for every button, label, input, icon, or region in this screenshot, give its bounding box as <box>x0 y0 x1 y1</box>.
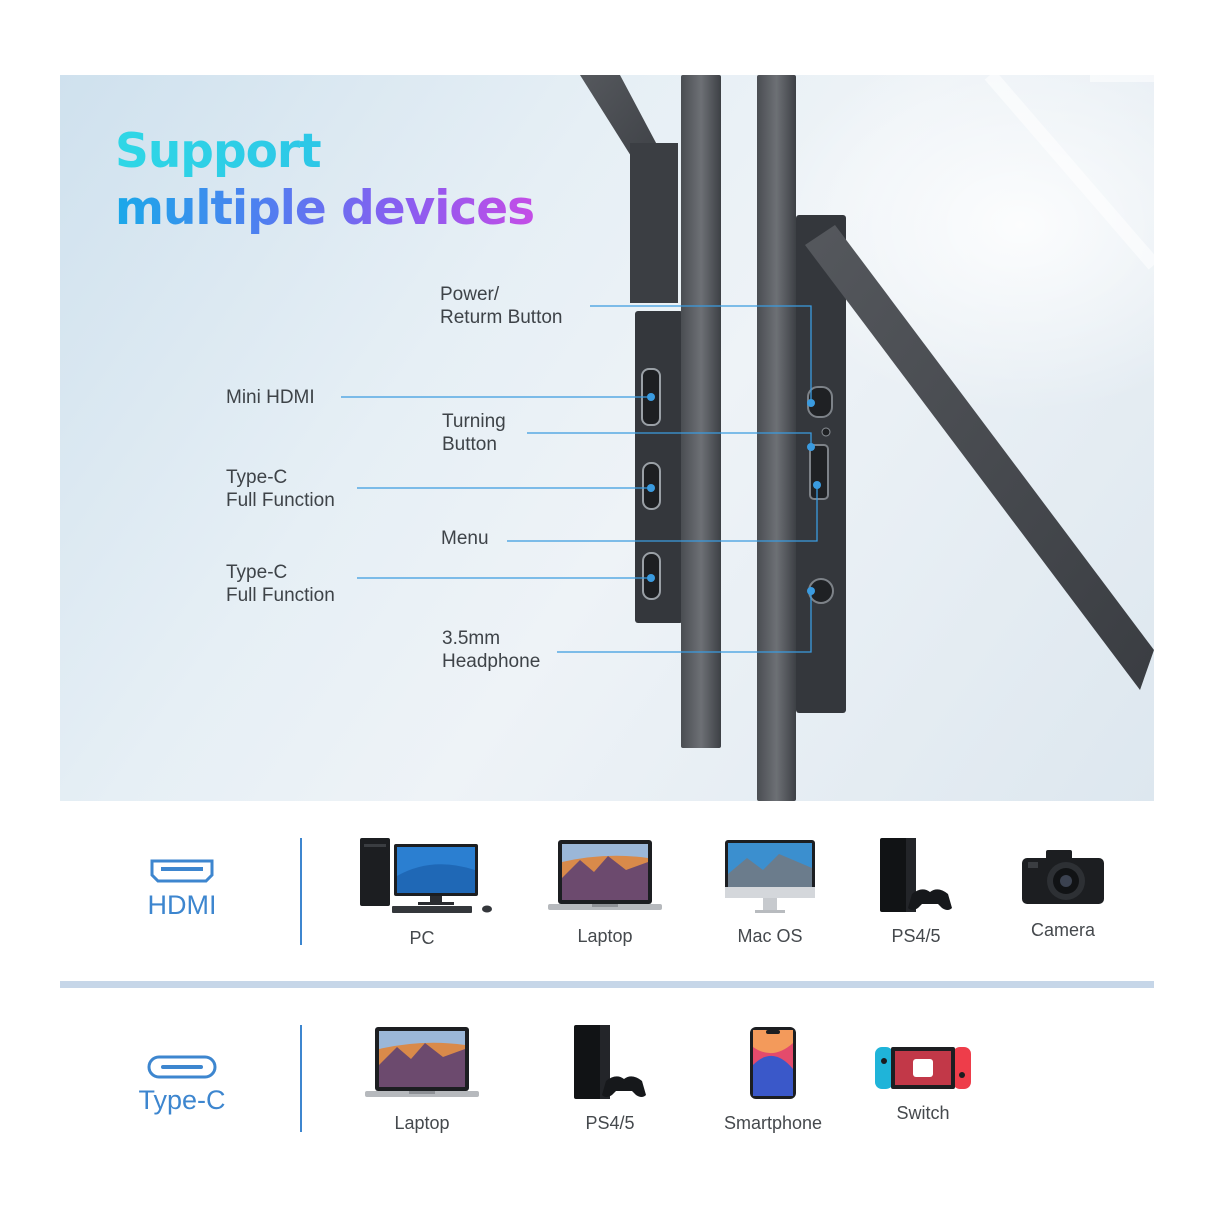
label-typec-1: Type-C Full Function <box>226 467 335 511</box>
indicator-light <box>821 427 831 437</box>
device-mac-label: Mac OS <box>737 926 803 946</box>
device-smartphone-label: Smartphone <box>723 1113 823 1133</box>
device-laptop-typec: Laptop <box>347 1025 497 1134</box>
typec-compatibility-row: Type-C Laptop PS4/5 Smartph <box>60 995 1154 1170</box>
typec-connector-label: Type-C <box>138 1085 226 1115</box>
callout-turning <box>527 432 812 447</box>
callout-menu <box>507 485 818 542</box>
smartphone-icon <box>750 1027 796 1099</box>
row-separator <box>60 981 1154 988</box>
label-mini-hdmi: Mini HDMI <box>226 387 315 408</box>
typec-port-icon <box>147 1055 217 1079</box>
imac-icon <box>725 840 815 913</box>
device-laptop-typec-label: Laptop <box>394 1113 450 1133</box>
hdmi-divider <box>300 838 302 945</box>
hero-section: Support multiple devices <box>60 75 1154 801</box>
hdmi-compatibility-row: HDMI PC Laptop <box>60 810 1154 980</box>
device-mac: Mac OS <box>695 838 845 947</box>
hero-title-line2: multiple devices <box>115 181 535 236</box>
device-pc: PC <box>347 836 497 949</box>
pc-icon <box>360 838 492 913</box>
callout-dots <box>647 393 821 595</box>
monitor-illustration <box>341 75 1154 801</box>
callout-headphone <box>557 591 812 653</box>
hero-title-line1: Support <box>115 123 534 180</box>
typec-connector-block: Type-C <box>120 1055 244 1116</box>
right-monitor-body <box>757 75 796 801</box>
device-camera: Camera <box>988 846 1138 941</box>
label-menu: Menu <box>441 528 489 549</box>
callout-lines <box>341 305 818 653</box>
playstation-icon <box>880 838 952 912</box>
left-monitor-body <box>681 75 721 748</box>
label-turning-button: Turning Button <box>442 411 506 455</box>
device-laptop-hdmi-label: Laptop <box>577 926 633 946</box>
device-switch-label: Switch <box>896 1103 950 1123</box>
camera-icon <box>1022 850 1104 904</box>
hero-title: Support multiple devices <box>115 123 535 237</box>
label-typec-2: Type-C Full Function <box>226 562 335 606</box>
right-kickstand <box>805 225 1154 690</box>
background-window-lines <box>984 75 1154 270</box>
device-smartphone: Smartphone <box>698 1025 848 1134</box>
typec-divider <box>300 1025 302 1132</box>
device-ps-typec: PS4/5 <box>535 1025 685 1134</box>
hdmi-connector-block: HDMI <box>120 858 244 921</box>
laptop-icon <box>365 1027 479 1097</box>
scroll-wheel <box>809 444 829 500</box>
hdmi-port-icon <box>150 859 214 883</box>
device-laptop-hdmi: Laptop <box>530 838 680 947</box>
left-hinge-block <box>630 143 678 303</box>
device-camera-label: Camera <box>1030 920 1096 940</box>
right-monitor <box>757 75 1154 801</box>
callout-power <box>590 305 812 403</box>
device-ps-hdmi: PS4/5 <box>841 838 991 947</box>
device-ps-hdmi-label: PS4/5 <box>891 926 941 946</box>
device-pc-label: PC <box>409 928 435 948</box>
switch-icon <box>875 1047 971 1089</box>
label-headphone: 3.5mm Headphone <box>442 628 541 672</box>
hdmi-connector-label: HDMI <box>147 890 217 920</box>
device-switch: Switch <box>848 1045 998 1124</box>
laptop-icon <box>548 840 662 910</box>
left-monitor <box>580 75 721 748</box>
label-power-button: Power/ Returm Button <box>440 284 563 328</box>
device-ps-typec-label: PS4/5 <box>585 1113 635 1133</box>
playstation-icon <box>574 1025 646 1099</box>
